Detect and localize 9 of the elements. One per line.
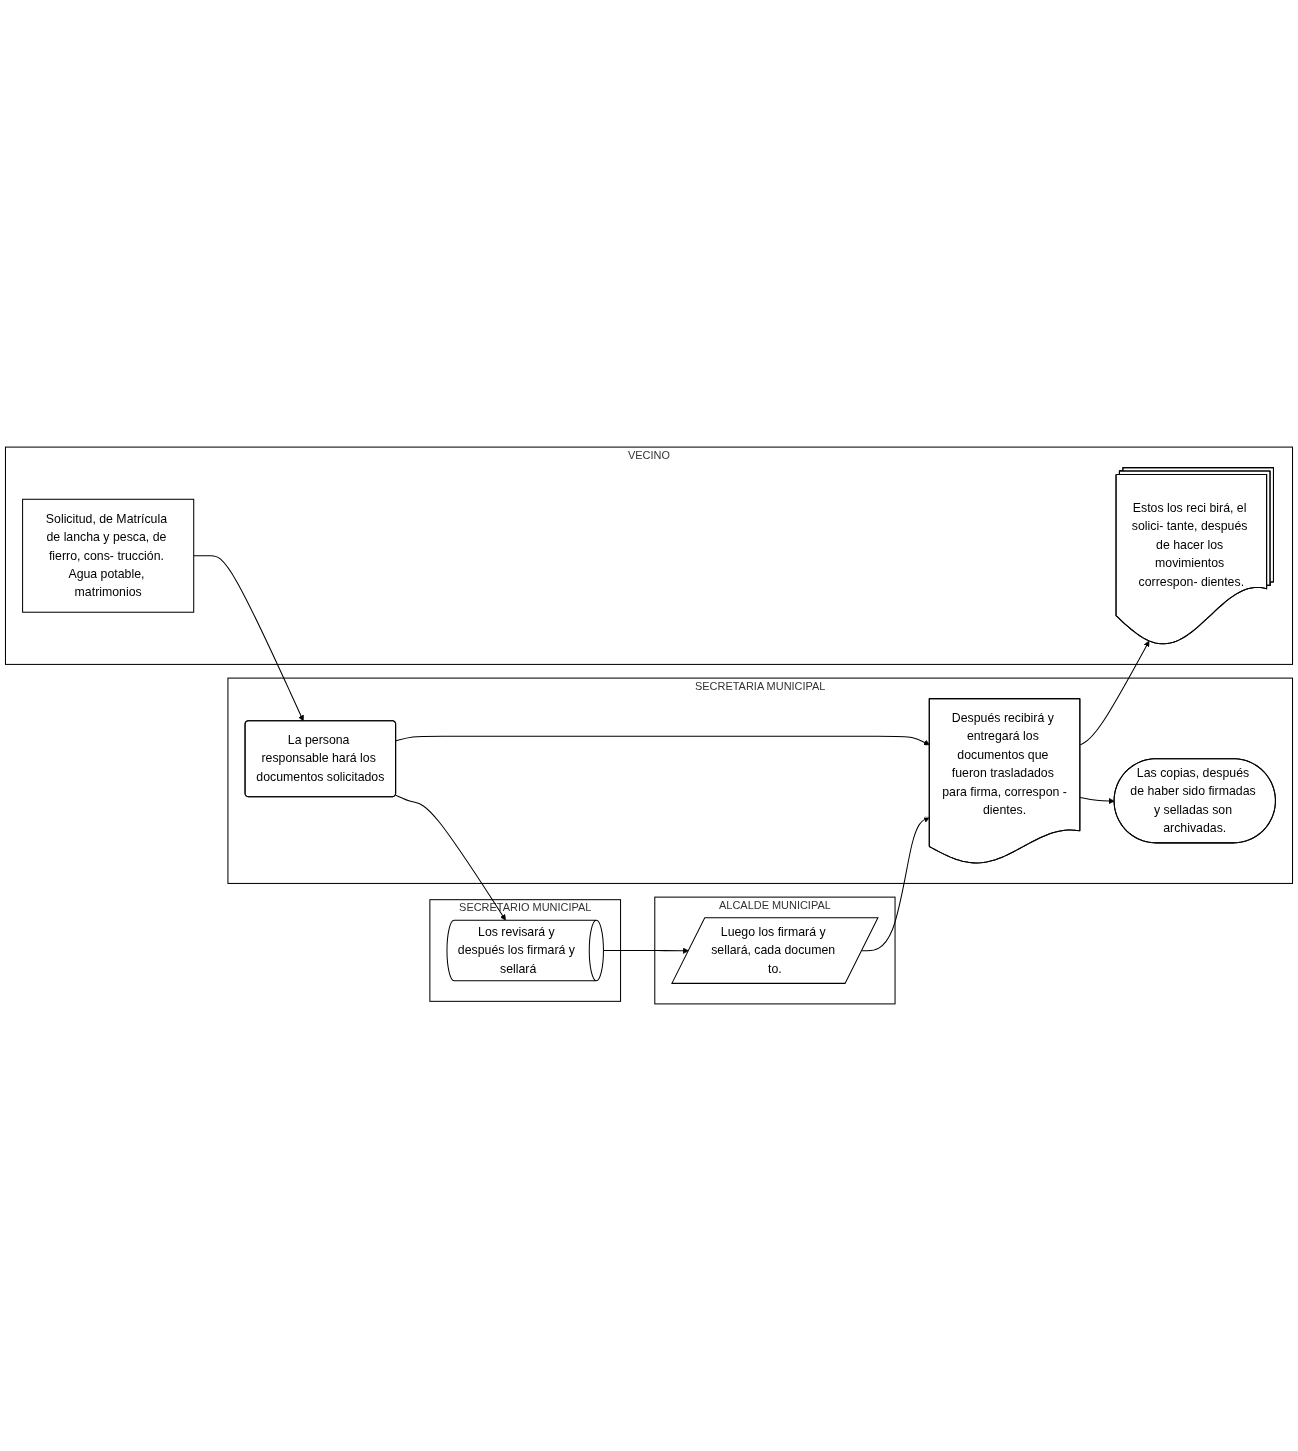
node-text: Los revisará y después los firmará y sellará	[457, 924, 575, 976]
arrow	[602, 947, 689, 954]
arrow	[193, 555, 304, 722]
node-box: Solicitud, de Matrícula de lancha y pesca, de fierro, cons- trucción. Agua potable, matrimonios	[22, 498, 195, 613]
arrow	[1079, 796, 1115, 805]
arrow	[395, 735, 930, 746]
arrow	[1079, 640, 1150, 746]
arrow	[861, 816, 930, 952]
arrow	[395, 794, 506, 921]
